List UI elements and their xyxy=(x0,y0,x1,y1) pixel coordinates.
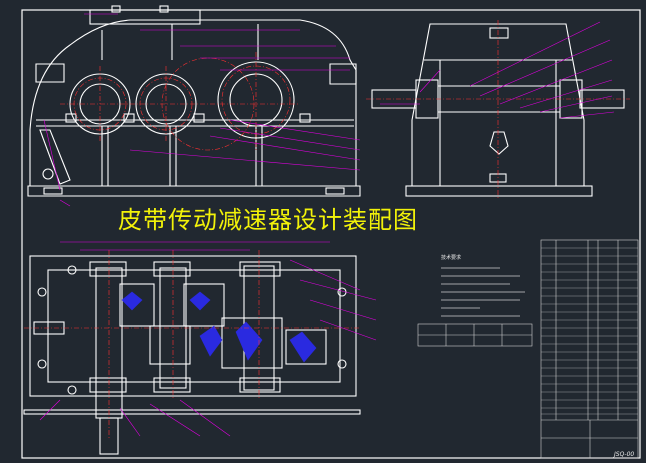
title-block-code: JSQ-00 xyxy=(614,451,635,458)
front-view-leaders xyxy=(43,13,361,207)
front-view xyxy=(27,5,361,197)
parts-list xyxy=(540,239,639,459)
technical-notes xyxy=(441,267,525,317)
side-view-leaders xyxy=(380,21,615,119)
front-view-centerlines xyxy=(60,52,300,151)
drawing-title: 皮带传动减速器设计装配图 xyxy=(118,206,418,234)
plan-view-sections xyxy=(121,291,317,363)
plan-view-centerlines xyxy=(24,250,360,440)
side-view-centerlines xyxy=(366,20,630,200)
spec-table xyxy=(417,323,533,347)
plan-view-leaders xyxy=(39,241,377,437)
sheet-border xyxy=(21,9,641,459)
parts-list-rows xyxy=(541,247,638,415)
technical-notes-heading: 技术要求 xyxy=(441,255,462,261)
